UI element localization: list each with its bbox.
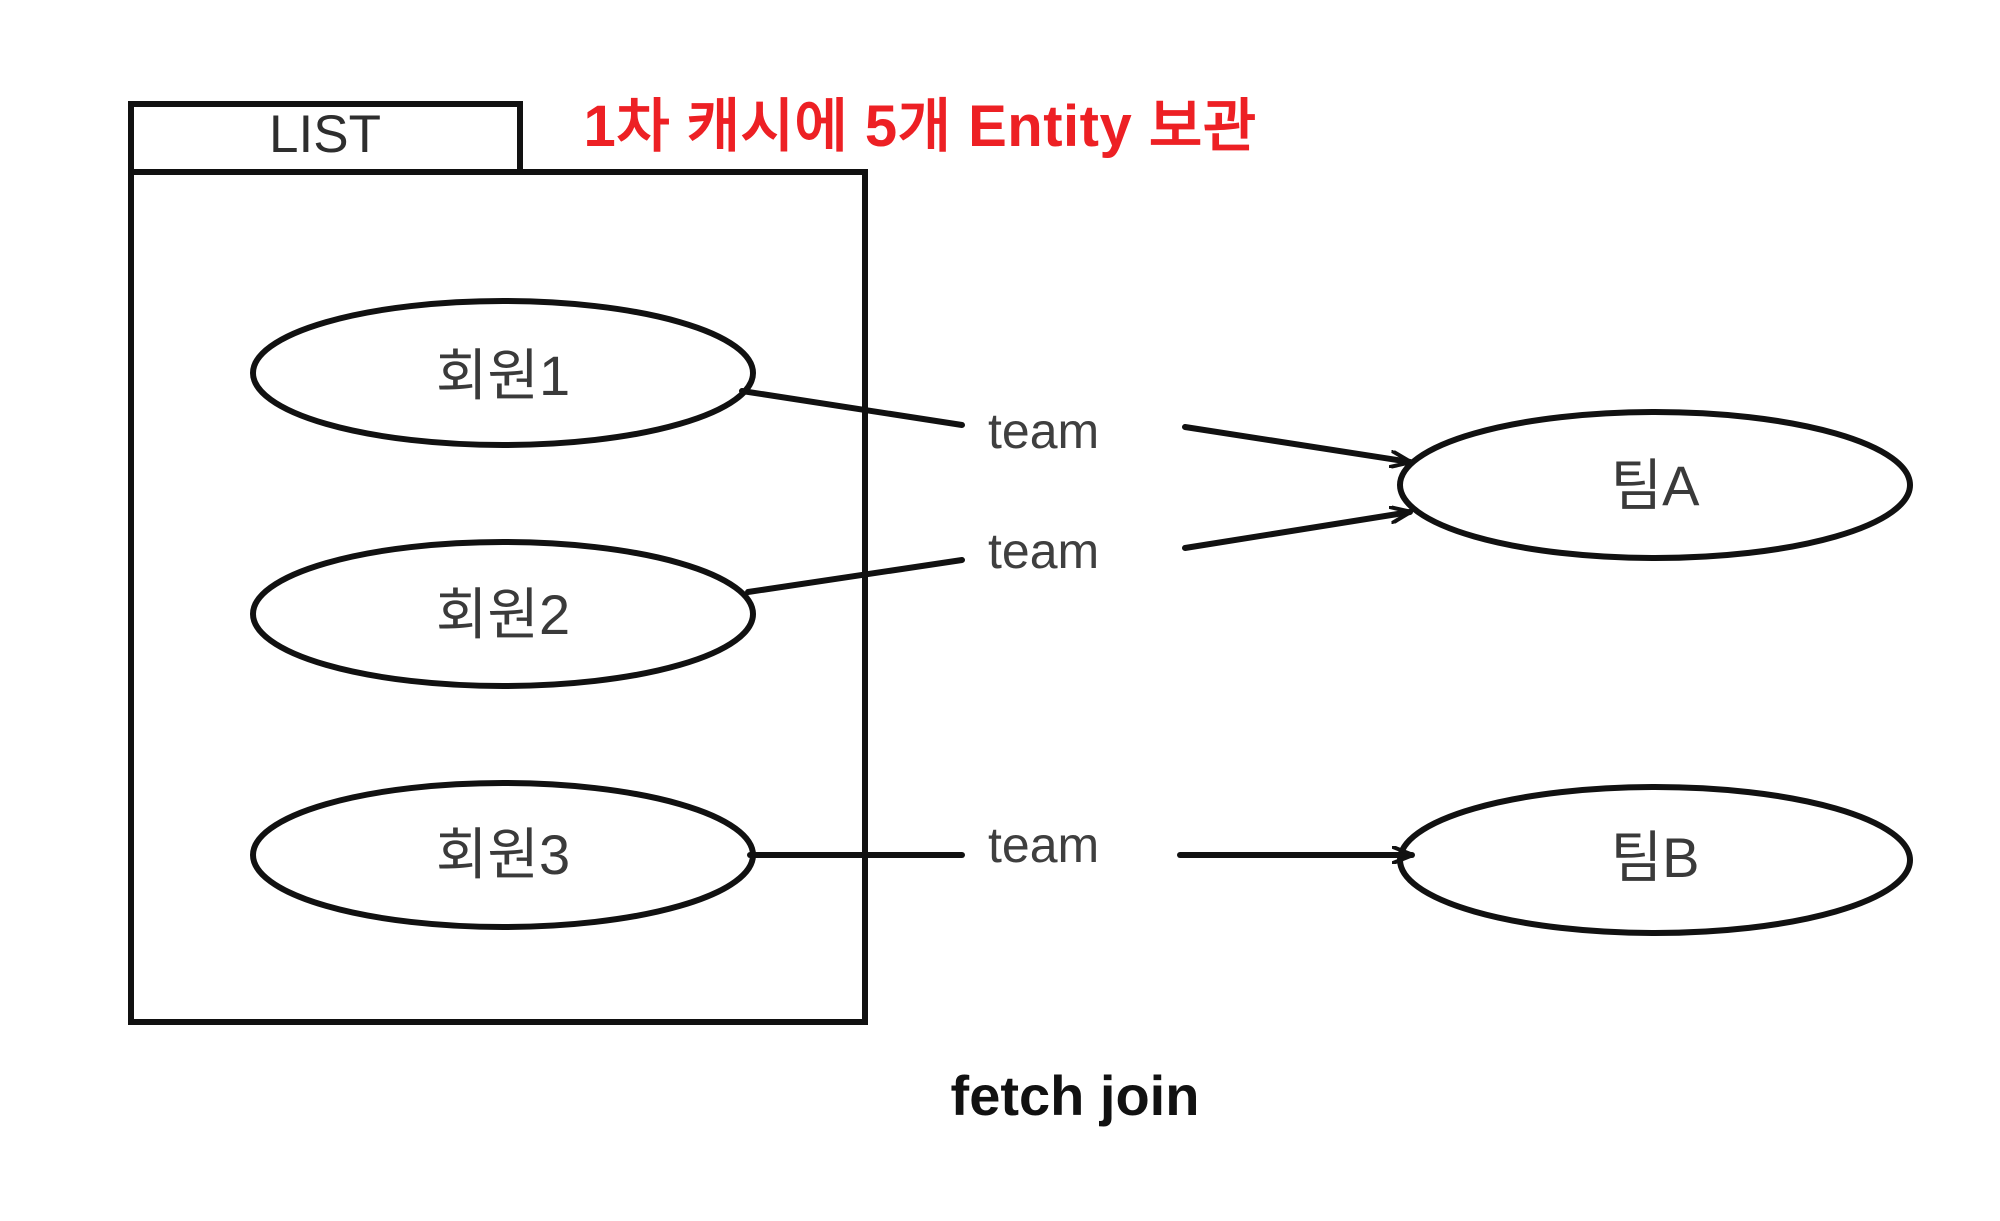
entity-label-teamA: 팀A xyxy=(1610,454,1700,517)
entity-label-member3: 회원3 xyxy=(435,823,571,886)
association-label-member3-teamB: team xyxy=(988,817,1100,873)
association-label-member1-teamA: team xyxy=(988,403,1100,459)
assoc-line-member2 xyxy=(745,557,965,595)
entity-label-teamB: 팀B xyxy=(1610,826,1700,889)
assoc-arrow-member2-teamA xyxy=(1182,512,1413,551)
entity-label-member2: 회원2 xyxy=(435,583,571,646)
entity-ellipse-member1 xyxy=(250,298,756,448)
assoc-arrow-member1-teamA xyxy=(1182,424,1413,462)
fetch-join-caption: fetch join xyxy=(950,1064,1200,1127)
association-label-member2-teamA: team xyxy=(988,523,1100,579)
first-level-cache-annotation: 1차 캐시에 5개 Entity 보관 xyxy=(583,94,1257,159)
list-package-tab-label: LIST xyxy=(269,105,381,164)
entity-ellipse-teamA xyxy=(1397,409,1913,561)
entity-ellipse-member2 xyxy=(250,539,756,689)
entity-label-member1: 회원1 xyxy=(435,344,571,407)
assoc-line-member1 xyxy=(739,388,965,428)
